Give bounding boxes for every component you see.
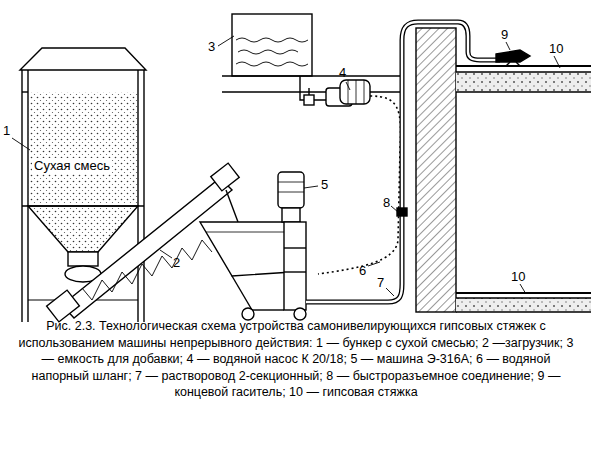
callout-number: 4	[338, 66, 347, 80]
callout-number: 9	[500, 28, 509, 42]
figure-caption: Рис. 2.3. Технологическая схема устройст…	[18, 318, 574, 401]
callout-number: 6	[358, 264, 367, 278]
callout-number: 10	[548, 42, 564, 56]
callout-number: 7	[376, 276, 385, 290]
callout-number: 5	[320, 178, 329, 192]
callout-number: 2	[172, 256, 181, 270]
callout-number: 3	[207, 40, 216, 54]
callout-number: 8	[382, 196, 391, 210]
callout-number: 10	[510, 270, 526, 284]
callout-number: 1	[2, 124, 11, 138]
material-label: Сухая смесь	[32, 158, 112, 174]
